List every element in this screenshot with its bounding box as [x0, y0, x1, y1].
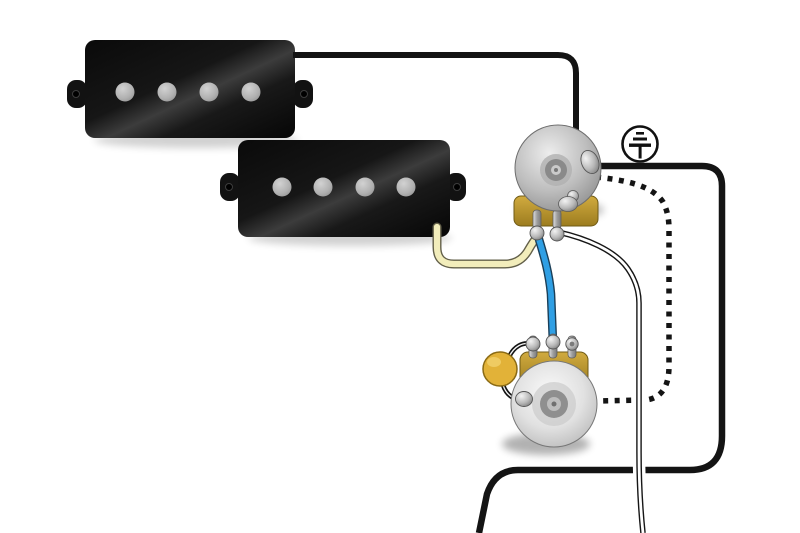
pole-piece	[115, 82, 135, 102]
pickup-a-ground-wire	[293, 52, 579, 152]
split-coil-pickup-half-b	[220, 140, 466, 237]
ear-screw-hole	[453, 183, 461, 191]
split-coil-pickup-half-a	[67, 40, 313, 138]
hidden-ground-link-wire	[595, 174, 672, 404]
pole-piece	[272, 177, 292, 197]
tone-capacitor-disc	[482, 351, 518, 387]
pickup-cover	[85, 40, 295, 138]
volume-potentiometer	[513, 124, 602, 242]
pole-piece	[199, 82, 219, 102]
pole-piece	[396, 177, 416, 197]
volume-pot-lug-stem	[552, 209, 562, 230]
tone-pot-lug-solder	[525, 336, 541, 352]
ear-screw-hole	[300, 90, 308, 98]
earth-ground-icon	[621, 125, 659, 163]
volume-pot-lug-solder	[549, 226, 565, 242]
volume-pot-casing-solder	[558, 196, 578, 212]
ear-screw-hole	[225, 183, 233, 191]
pickup-b-hot-wire	[432, 222, 542, 269]
tone-pot-casing-solder	[515, 391, 533, 407]
volume-pot-center-dot	[554, 168, 558, 172]
casing-to-bridge-ground-wire	[475, 162, 726, 533]
ear-screw-hole	[72, 90, 80, 98]
tone-potentiometer	[482, 333, 598, 448]
output-hot-wire	[556, 225, 650, 533]
volume-to-tone-wire	[533, 231, 558, 348]
pickup-cover	[238, 140, 450, 237]
tone-pot-lug-hole	[569, 341, 575, 347]
volume-pot-lug-solder	[529, 225, 545, 241]
pole-piece	[157, 82, 177, 102]
volume-pot-ground-solder	[580, 149, 600, 175]
tone-pot-center-dot	[551, 401, 557, 407]
pole-piece	[313, 177, 333, 197]
capacitor-highlight	[487, 357, 501, 367]
tone-pot-lug-solder	[545, 334, 561, 350]
pole-piece	[241, 82, 261, 102]
pole-piece	[355, 177, 375, 197]
